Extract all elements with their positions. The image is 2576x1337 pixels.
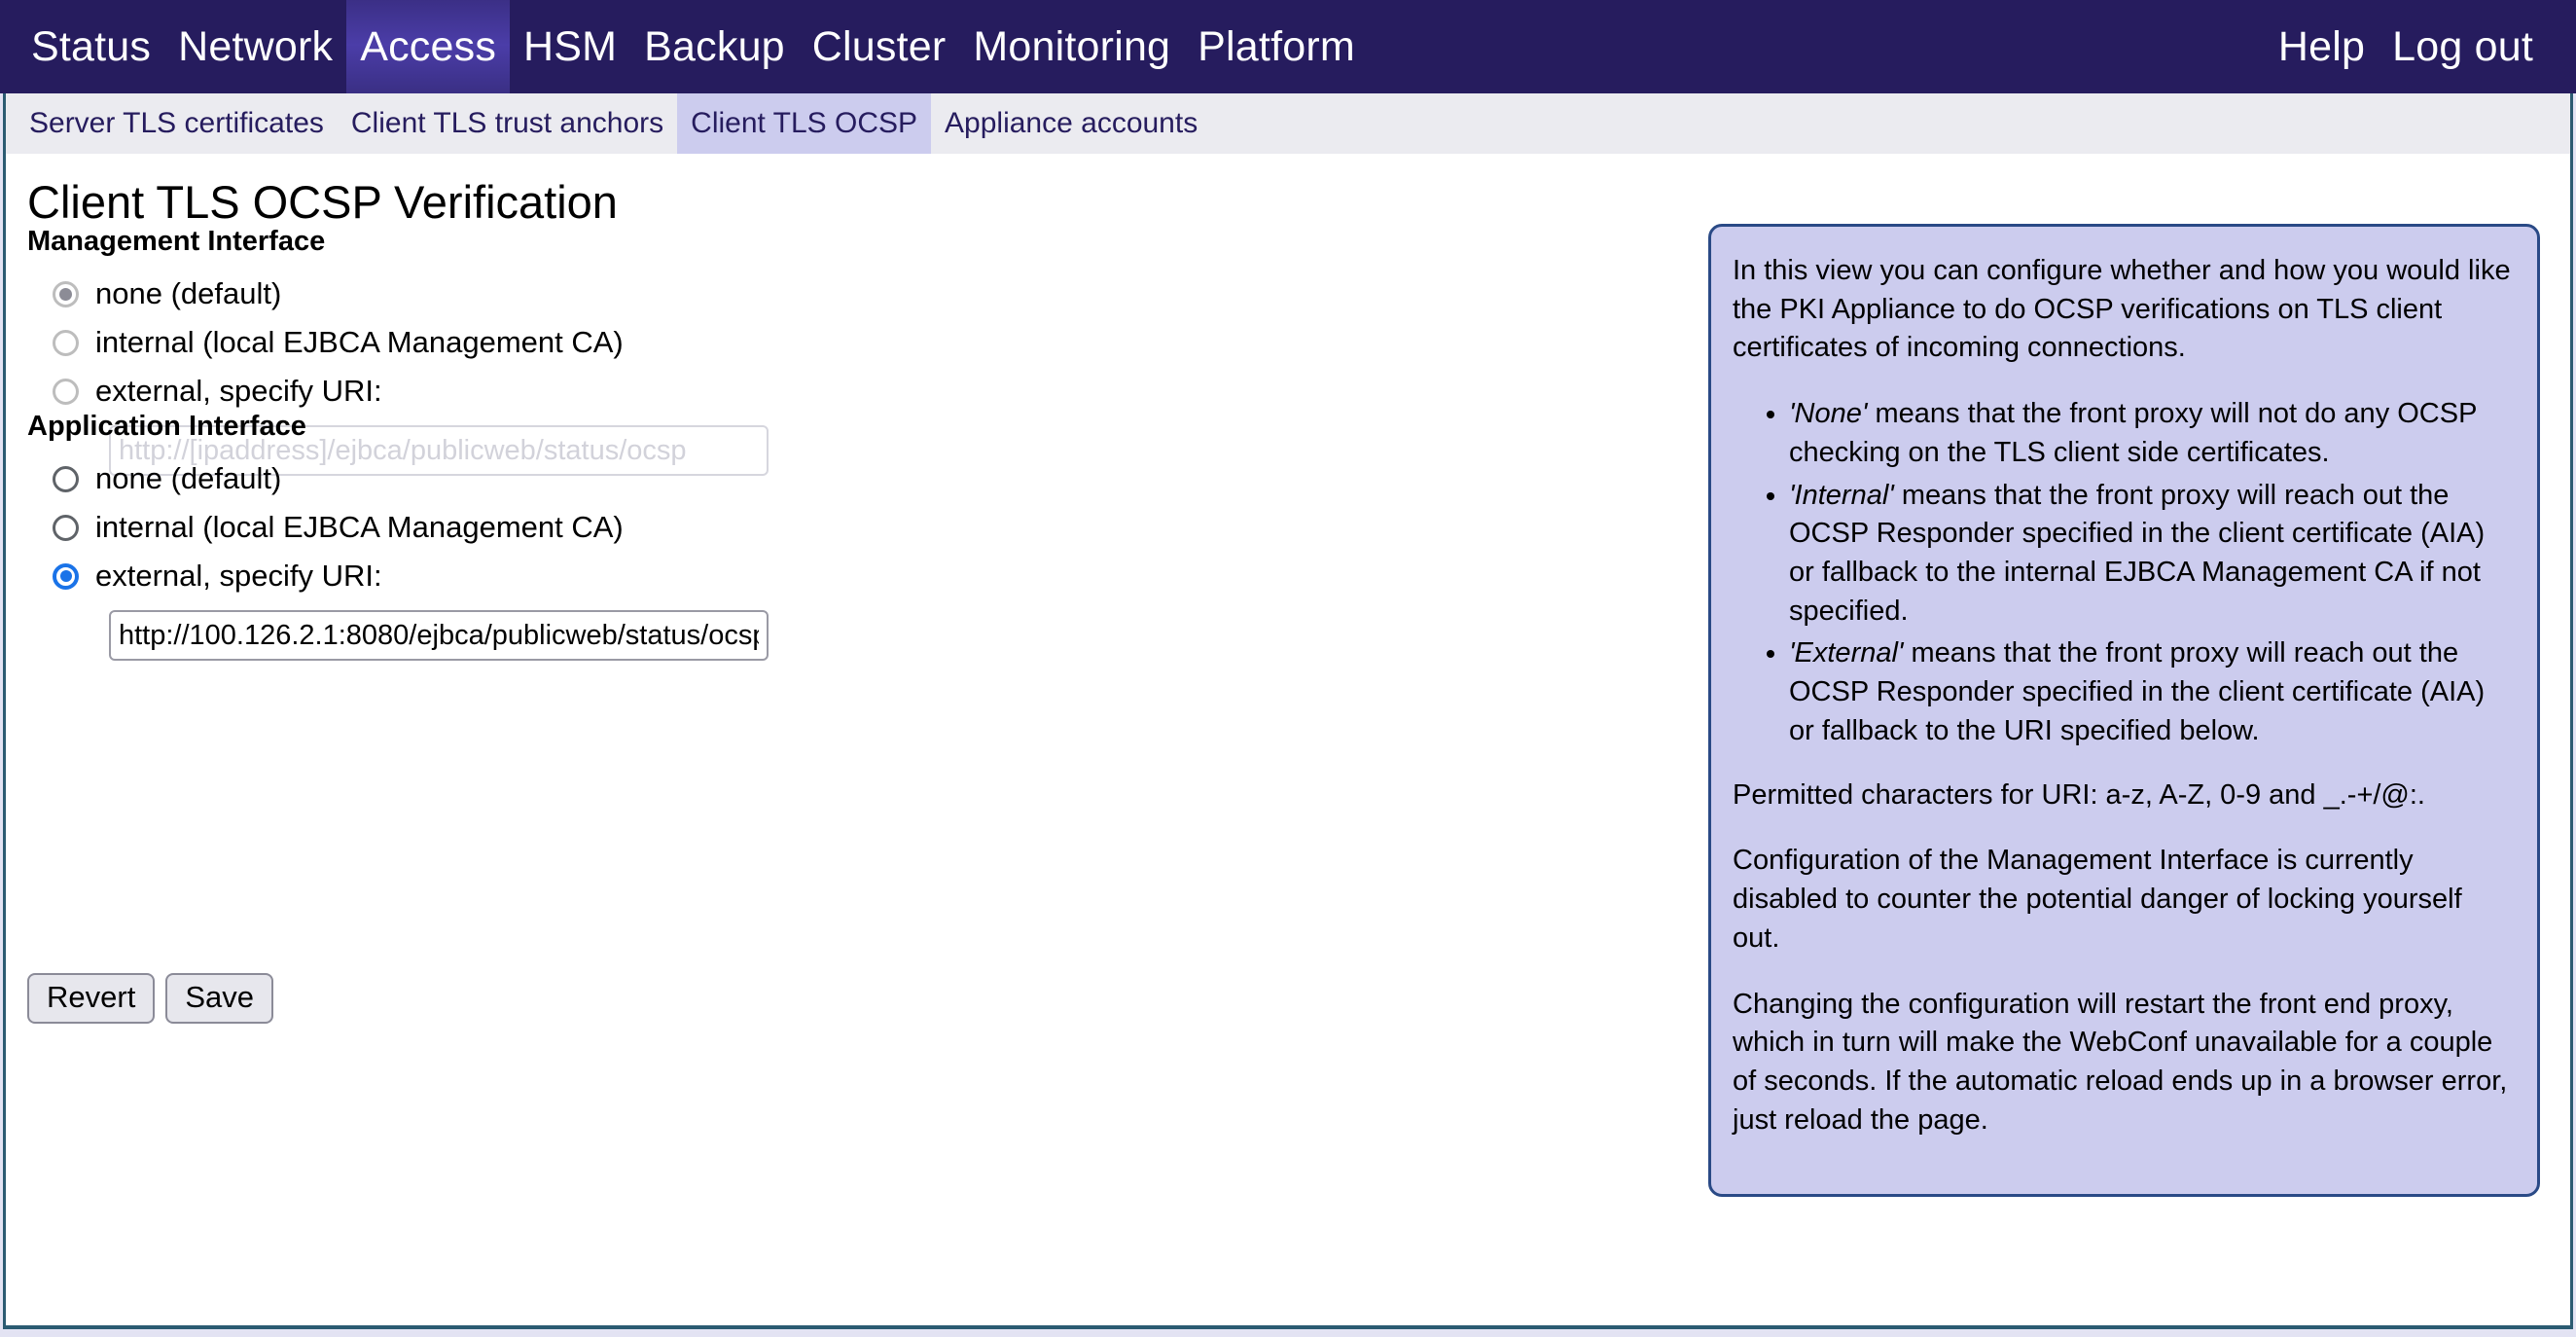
nav-item-monitoring[interactable]: Monitoring	[973, 23, 1171, 70]
page-title: Client TLS OCSP Verification	[27, 176, 618, 228]
application-option-internal-label: internal (local EJBCA Management CA)	[95, 510, 624, 544]
nav-item-access[interactable]: Access	[346, 0, 511, 93]
application-interface-heading: Application Interface	[27, 411, 306, 442]
management-option-internal-label: internal (local EJBCA Management CA)	[95, 325, 624, 359]
application-option-none-label: none (default)	[95, 461, 282, 495]
application-option-none[interactable]: none (default)	[53, 454, 769, 503]
help-bullet-internal-term: 'Internal'	[1789, 479, 1894, 511]
nav-item-hsm[interactable]: HSM	[523, 23, 618, 70]
help-disabled-note: Configuration of the Management Interfac…	[1733, 845, 2462, 954]
radio-icon-management-internal[interactable]	[53, 329, 79, 356]
main-nav-actions: Help Log out	[2265, 0, 2576, 93]
application-interface-section: Application Interface none (default) int…	[27, 411, 769, 661]
application-option-external[interactable]: external, specify URI:	[53, 552, 769, 600]
nav-item-platform[interactable]: Platform	[1198, 23, 1355, 70]
help-permitted-characters: Permitted characters for URI: a-z, A-Z, …	[1733, 778, 2425, 811]
radio-icon-management-none[interactable]	[53, 280, 79, 307]
radio-icon-management-external[interactable]	[53, 378, 79, 405]
nav-item-cluster[interactable]: Cluster	[811, 23, 947, 70]
subnav-item-appliance-accounts[interactable]: Appliance accounts	[945, 107, 1199, 139]
help-bullet-external-term: 'External'	[1789, 637, 1904, 669]
management-interface-heading: Management Interface	[27, 226, 326, 257]
save-button[interactable]: Save	[165, 973, 273, 1025]
help-link[interactable]: Help	[2277, 23, 2366, 70]
subnav-item-client-tls-ocsp[interactable]: Client TLS OCSP	[677, 93, 932, 154]
application-option-internal[interactable]: internal (local EJBCA Management CA)	[53, 503, 769, 552]
management-option-internal[interactable]: internal (local EJBCA Management CA)	[53, 318, 769, 367]
management-interface-section: Management Interface none (default) inte…	[27, 226, 769, 476]
main-nav-items: Status Network Access HSM Backup Cluster…	[0, 0, 1369, 93]
nav-item-backup[interactable]: Backup	[644, 23, 785, 70]
radio-icon-application-internal[interactable]	[53, 514, 79, 541]
help-bullet-none-text: means that the front proxy will not do a…	[1789, 398, 2477, 468]
nav-item-network[interactable]: Network	[178, 23, 334, 70]
application-option-external-label: external, specify URI:	[95, 559, 382, 593]
help-restart-note: Changing the configuration will restart …	[1733, 988, 2508, 1136]
management-option-external[interactable]: external, specify URI:	[53, 367, 769, 416]
help-bullet-none: 'None' means that the front proxy will n…	[1789, 395, 2512, 472]
content-area: Client TLS OCSP Verification Management …	[3, 154, 2573, 1329]
subnav-item-server-tls-certificates[interactable]: Server TLS certificates	[29, 107, 324, 139]
management-option-external-label: external, specify URI:	[95, 374, 382, 408]
help-intro: In this view you can configure whether a…	[1733, 255, 2511, 364]
management-uri-input[interactable]	[109, 425, 769, 476]
help-bullet-none-term: 'None'	[1789, 398, 1868, 430]
help-bullet-external-text: means that the front proxy will reach ou…	[1789, 637, 2486, 746]
help-bullet-list: 'None' means that the front proxy will n…	[1733, 395, 2512, 750]
help-panel: In this view you can configure whether a…	[1708, 224, 2540, 1197]
help-bullet-external: 'External' means that the front proxy wi…	[1789, 634, 2512, 750]
help-bullet-internal-text: means that the front proxy will reach ou…	[1789, 479, 2486, 627]
radio-icon-application-none[interactable]	[53, 465, 79, 492]
form-actions: Revert Save	[27, 973, 273, 1025]
radio-icon-application-external[interactable]	[53, 562, 79, 590]
management-option-none-label: none (default)	[95, 276, 282, 310]
management-option-none[interactable]: none (default)	[53, 270, 769, 318]
subnav-item-client-tls-trust-anchors[interactable]: Client TLS trust anchors	[350, 107, 664, 139]
application-uri-input[interactable]	[109, 610, 769, 661]
logout-link[interactable]: Log out	[2392, 23, 2533, 70]
sub-navbar: Server TLS certificates Client TLS trust…	[3, 93, 2573, 154]
main-navbar: Status Network Access HSM Backup Cluster…	[0, 0, 2576, 93]
help-bullet-internal: 'Internal' means that the front proxy wi…	[1789, 477, 2512, 632]
revert-button[interactable]: Revert	[27, 973, 156, 1025]
nav-item-status[interactable]: Status	[31, 23, 152, 70]
